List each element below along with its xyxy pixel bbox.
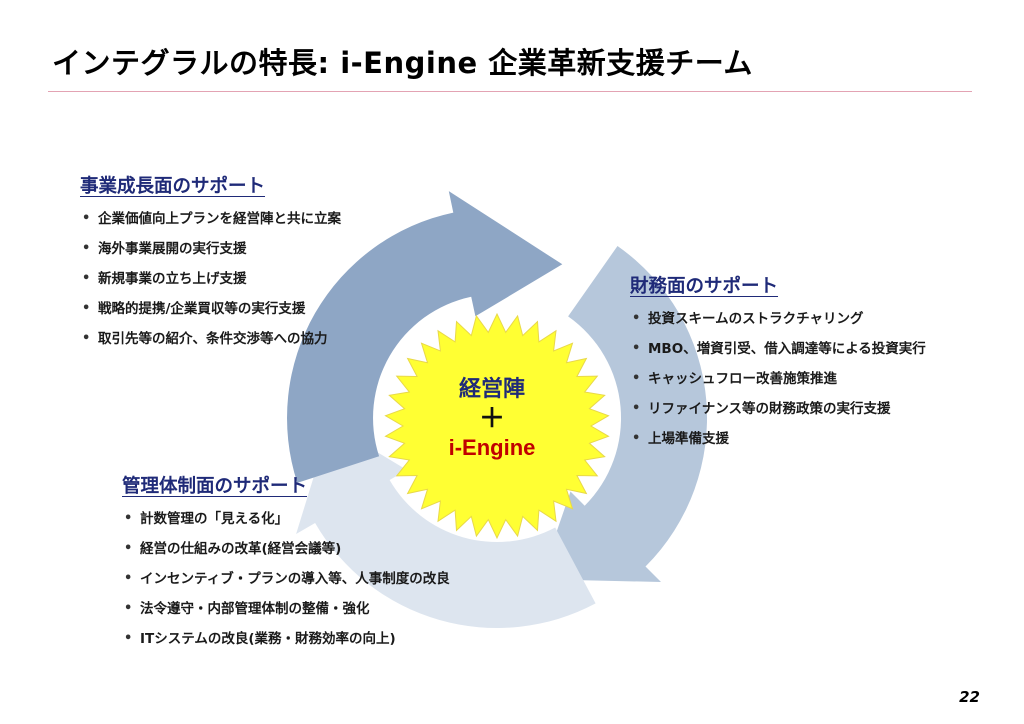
section-title-finance: 財務面のサポート	[630, 276, 779, 297]
bullet-list-business: •企業価値向上プランを経営陣と共に立案 •海外事業展開の実行支援 •新規事業の立…	[80, 204, 341, 354]
list-item: •企業価値向上プランを経営陣と共に立案	[82, 211, 341, 227]
bullet-list-management: •計数管理の「見える化」 •経営の仕組みの改革(経営会議等) •インセンティブ・…	[122, 504, 450, 654]
section-title-management: 管理体制面のサポート	[122, 476, 308, 497]
list-item: •取引先等の紹介、条件交渉等への協力	[82, 331, 328, 347]
list-item: •戦略的提携/企業買収等の実行支援	[82, 301, 306, 317]
list-item: •リファイナンス等の財務政策の実行支援	[632, 401, 891, 417]
page-number: 22	[959, 688, 980, 706]
slide-title: インテグラルの特長: i-Engine 企業革新支援チーム	[52, 46, 753, 80]
list-item: •ITシステムの改良(業務・財務効率の向上)	[124, 631, 396, 647]
cycle-arrow-management	[296, 423, 596, 629]
center-label-management: 経営陣	[458, 377, 525, 402]
list-item: •経営の仕組みの改革(経営会議等)	[124, 541, 342, 557]
title-divider	[48, 91, 972, 92]
center-label-iengine: i-Engine	[448, 435, 536, 460]
section-finance: 財務面のサポート •投資スキームのストラクチャリング •MBO、増資引受、借入調…	[630, 272, 926, 454]
section-title-business: 事業成長面のサポート	[80, 176, 266, 197]
bullet-list-finance: •投資スキームのストラクチャリング •MBO、増資引受、借入調達等による投資実行…	[630, 304, 926, 454]
section-business: 事業成長面のサポート •企業価値向上プランを経営陣と共に立案 •海外事業展開の実…	[80, 172, 341, 354]
list-item: •MBO、増資引受、借入調達等による投資実行	[632, 341, 926, 357]
list-item: •投資スキームのストラクチャリング	[632, 311, 864, 327]
list-item: •海外事業展開の実行支援	[82, 241, 247, 257]
section-management: 管理体制面のサポート •計数管理の「見える化」 •経営の仕組みの改革(経営会議等…	[122, 472, 450, 654]
cycle-arrow-finance	[540, 246, 708, 582]
cycle-arrow-business	[287, 191, 563, 483]
list-item: •キャッシュフロー改善施策推進	[632, 371, 837, 387]
list-item: •法令遵守・内部管理体制の整備・強化	[124, 601, 370, 617]
list-item: •上場準備支援	[632, 431, 729, 447]
center-starburst	[384, 312, 610, 540]
list-item: •新規事業の立ち上げ支援	[82, 271, 247, 287]
center-label: 経営陣 ＋ i-Engine	[400, 375, 584, 463]
center-label-plus: ＋	[478, 404, 505, 434]
list-item: •計数管理の「見える化」	[124, 511, 289, 527]
list-item: •インセンティブ・プランの導入等、人事制度の改良	[124, 571, 450, 587]
